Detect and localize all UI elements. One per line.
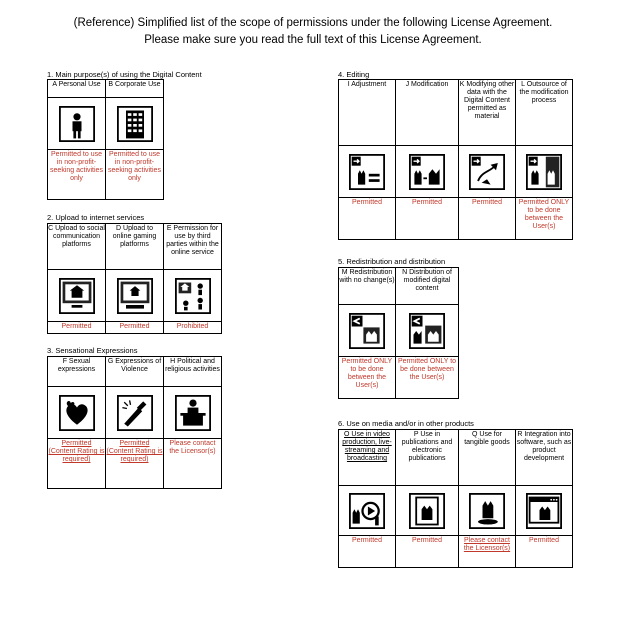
section-3-grid: F Sexual expressions G Expressions of Vi…: [47, 356, 222, 489]
modification-icon: [396, 146, 459, 198]
section-3-title: 3. Sensational Expressions: [47, 346, 138, 355]
heart-icon: [48, 387, 106, 439]
section-6-title: 6. Use on media and/or in other products: [338, 419, 474, 428]
s3-head-h: H Political and religious activities: [164, 357, 222, 387]
header-line-2: Please make sure you read the full text …: [144, 34, 482, 46]
section-5-title: 5. Redistribution and distribution: [338, 257, 446, 266]
s5-head-n: N Distribution of modified digital conte…: [396, 268, 459, 305]
s6-head-q: Q Use for tangible goods: [459, 430, 516, 486]
social-upload-icon: [48, 270, 106, 322]
s2-status-c: Permitted: [48, 322, 106, 334]
section-2-grid: C Upload to social communication platfor…: [47, 223, 222, 334]
s4-status-l: Permitted ONLY to be done between the Us…: [516, 198, 573, 240]
s4-head-l: L Outsource of the modification process: [516, 80, 573, 146]
person-icon: [48, 98, 106, 150]
s2-status-d: Permitted: [106, 322, 164, 334]
section-1-title: 1. Main purpose(s) of using the Digital …: [47, 70, 202, 79]
publication-icon: [396, 486, 459, 536]
s2-head-c: C Upload to social communication platfor…: [48, 224, 106, 270]
s4-head-k: K Modifying other data with the Digital …: [459, 80, 516, 146]
s3-head-g: G Expressions of Violence: [106, 357, 164, 387]
section-6-grid: O Use in video production, live-streamin…: [338, 429, 573, 568]
s1-head-b: B Corporate Use: [106, 80, 164, 98]
s4-status-i: Permitted: [339, 198, 396, 240]
section-2-title: 2. Upload to internet services: [47, 213, 145, 222]
s5-status-n: Permitted ONLY to be done between the Us…: [396, 357, 459, 399]
office-building-icon: [106, 98, 164, 150]
podium-icon: [164, 387, 222, 439]
s6-head-o: O Use in video production, live-streamin…: [339, 430, 396, 486]
s5-status-m: Permitted ONLY to be done between the Us…: [339, 357, 396, 399]
third-party-icon: [164, 270, 222, 322]
section-4-title: 4. Editing: [338, 70, 370, 79]
section-5-grid: M Redistribution with no change(s) N Dis…: [338, 267, 459, 399]
section-1-grid: A Personal Use B Corporate Use Permitted…: [47, 79, 164, 200]
s3-status-f: Permitted (Content Rating is required): [48, 439, 106, 489]
s4-status-j: Permitted: [396, 198, 459, 240]
s2-head-e: E Permission for use by third parties wi…: [164, 224, 222, 270]
s5-head-m: M Redistribution with no change(s): [339, 268, 396, 305]
figure-icon: [459, 486, 516, 536]
gaming-upload-icon: [106, 270, 164, 322]
adjustment-icon: [339, 146, 396, 198]
distribution-icon: [396, 305, 459, 357]
s2-status-e: Prohibited: [164, 322, 222, 334]
s3-status-g: Permitted (Content Rating is required): [106, 439, 164, 489]
s2-head-d: D Upload to online gaming platforms: [106, 224, 164, 270]
s4-status-k: Permitted: [459, 198, 516, 240]
s6-head-p: P Use in publications and electronic pub…: [396, 430, 459, 486]
s4-head-j: J Modification: [396, 80, 459, 146]
s1-head-a: A Personal Use: [48, 80, 106, 98]
s1-status-a: Permitted to use in non-profit-seeking a…: [48, 150, 106, 200]
s6-status-q: Please contact the Licensor(s): [459, 536, 516, 568]
outsource-icon: [516, 146, 573, 198]
header-line-1: (Reference) Simplified list of the scope…: [73, 17, 553, 29]
s3-status-h: Please contact the Licensor(s): [164, 439, 222, 489]
s6-status-r: Permitted: [516, 536, 573, 568]
s6-status-p: Permitted: [396, 536, 459, 568]
section-4-grid: I Adjustment J Modification K Modifying …: [338, 79, 573, 240]
s3-head-f: F Sexual expressions: [48, 357, 106, 387]
knife-icon: [106, 387, 164, 439]
s6-status-o: Permitted: [339, 536, 396, 568]
s1-status-b: Permitted to use in non-profit-seeking a…: [106, 150, 164, 200]
video-icon: [339, 486, 396, 536]
software-icon: [516, 486, 573, 536]
redistribution-icon: [339, 305, 396, 357]
s4-head-i: I Adjustment: [339, 80, 396, 146]
s6-head-r: R Integration into software, such as pro…: [516, 430, 573, 486]
material-icon: [459, 146, 516, 198]
